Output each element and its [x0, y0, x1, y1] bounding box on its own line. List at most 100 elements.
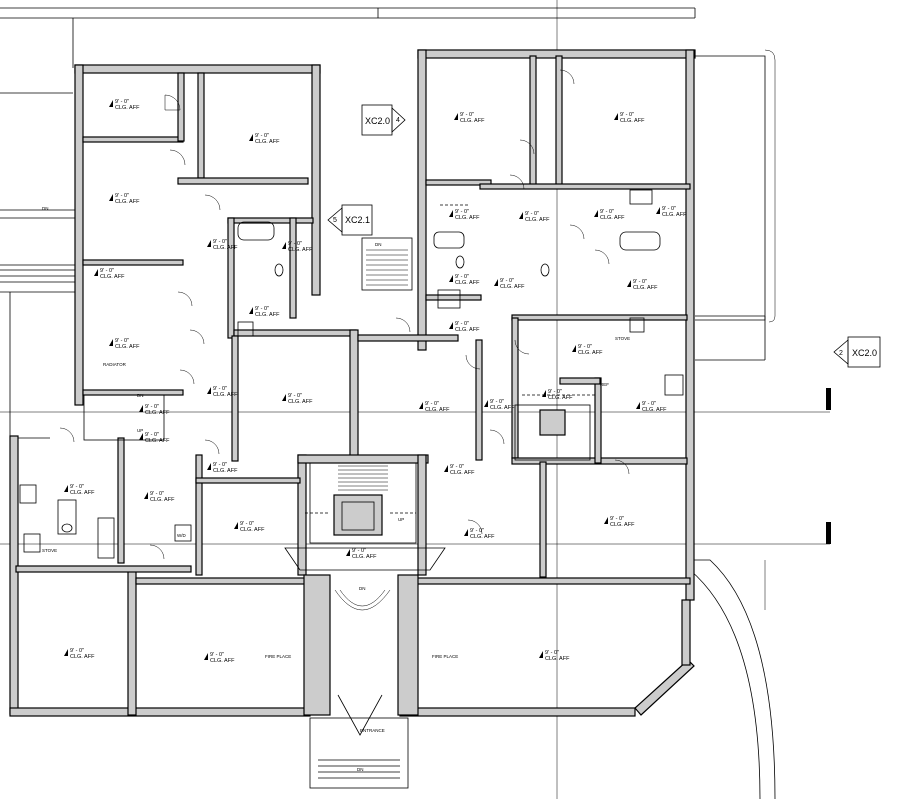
ceiling-symbol-icon	[449, 210, 453, 217]
ceiling-height: 9' - 0"	[210, 652, 224, 658]
ceiling-note: CLG. AFF	[470, 534, 495, 540]
interior-walls	[82, 55, 691, 716]
ceiling-note: CLG. AFF	[525, 217, 550, 223]
ceiling-symbol-icon	[419, 402, 423, 409]
ceiling-mark: 9' - 0"CLG. AFF	[64, 484, 95, 496]
stair-labels: DN DN DN UP UP DN DN	[42, 206, 404, 772]
ceiling-height: 9' - 0"	[240, 521, 254, 527]
ceiling-note: CLG. AFF	[548, 395, 573, 401]
ceiling-height: 9' - 0"	[100, 268, 114, 274]
ceiling-height: 9' - 0"	[70, 648, 84, 654]
ceiling-symbol-icon	[64, 649, 68, 656]
ceiling-symbol-icon	[282, 394, 286, 401]
ceiling-symbol-icon	[614, 113, 618, 120]
ceiling-note: CLG. AFF	[115, 199, 140, 205]
ceiling-symbol-icon	[109, 194, 113, 201]
ceiling-symbol-icon	[519, 212, 523, 219]
wd-note: W/D	[177, 533, 186, 538]
plan-notes: RADIATOR FIRE PLACE FIRE PLACE STOVE STO…	[42, 336, 630, 733]
ceiling-symbol-icon	[636, 402, 640, 409]
ceiling-mark: 9' - 0"CLG. AFF	[484, 399, 515, 411]
ceiling-height: 9' - 0"	[455, 274, 469, 280]
ceiling-mark: 9' - 0"CLG. AFF	[542, 389, 573, 401]
ceiling-note: CLG. AFF	[100, 274, 125, 280]
ceiling-mark: 9' - 0"CLG. AFF	[519, 211, 550, 223]
ceiling-mark: 9' - 0"CLG. AFF	[594, 209, 625, 221]
ceiling-note: CLG. AFF	[633, 285, 658, 291]
ceiling-height: 9' - 0"	[70, 484, 84, 490]
stove-note: STOVE	[42, 548, 57, 553]
ceiling-symbol-icon	[109, 100, 113, 107]
exterior-walls-right	[399, 49, 696, 717]
ceiling-note: CLG. AFF	[213, 245, 238, 251]
ceiling-symbol-icon	[484, 400, 488, 407]
ceiling-mark: 9' - 0"CLG. AFF	[449, 321, 480, 333]
ceiling-note: CLG. AFF	[210, 658, 235, 664]
dn-label: DN	[357, 767, 364, 772]
ceiling-height: 9' - 0"	[578, 344, 592, 350]
ceiling-note: CLG. AFF	[578, 350, 603, 356]
stove-note: STOVE	[615, 336, 630, 341]
ceiling-height: 9' - 0"	[548, 389, 562, 395]
ceiling-note: CLG. AFF	[70, 490, 95, 496]
ceiling-note: CLG. AFF	[288, 399, 313, 405]
ceiling-height: 9' - 0"	[662, 206, 676, 212]
ceiling-height: 9' - 0"	[288, 241, 302, 247]
ceiling-note: CLG. AFF	[70, 654, 95, 660]
ceiling-height: 9' - 0"	[545, 650, 559, 656]
ceiling-height: 9' - 0"	[255, 133, 269, 139]
ceiling-height: 9' - 0"	[150, 491, 164, 497]
ceiling-note: CLG. AFF	[642, 407, 667, 413]
ceiling-note: CLG. AFF	[240, 527, 265, 533]
ceiling-note: CLG. AFF	[545, 656, 570, 662]
ceiling-note: CLG. AFF	[662, 212, 687, 218]
ceiling-symbol-icon	[94, 269, 98, 276]
ceiling-mark: 9' - 0"CLG. AFF	[419, 401, 450, 413]
ceiling-symbol-icon	[449, 322, 453, 329]
ceiling-symbol-icon	[627, 280, 631, 287]
fireplace-note: FIRE PLACE	[265, 654, 291, 659]
ceiling-mark: 9' - 0"CLG. AFF	[444, 464, 475, 476]
ceiling-mark: 9' - 0"CLG. AFF	[249, 306, 280, 318]
ceiling-symbol-icon	[144, 492, 148, 499]
dn-label: DN	[137, 393, 144, 398]
section-tag-code: XC2.1	[345, 215, 370, 225]
title-frame	[0, 7, 696, 94]
ceiling-height: 9' - 0"	[500, 278, 514, 284]
ceiling-note: CLG. AFF	[600, 215, 625, 221]
ceiling-height: 9' - 0"	[525, 211, 539, 217]
ceiling-mark: 9' - 0"CLG. AFF	[572, 344, 603, 356]
ceiling-symbol-icon	[494, 279, 498, 286]
ceiling-symbol-icon	[604, 517, 608, 524]
ceiling-height: 9' - 0"	[610, 516, 624, 522]
ceiling-mark: 9' - 0"CLG. AFF	[234, 521, 265, 533]
ceiling-symbol-icon	[346, 549, 350, 556]
ceiling-mark: 9' - 0"CLG. AFF	[449, 209, 480, 221]
ceiling-symbol-icon	[204, 653, 208, 660]
dn-label: DN	[42, 206, 49, 211]
ceiling-mark: 9' - 0"CLG. AFF	[494, 278, 525, 290]
ceiling-height: 9' - 0"	[470, 528, 484, 534]
ceiling-symbol-icon	[464, 529, 468, 536]
section-tag-number: 4	[396, 117, 400, 124]
ceiling-mark: 9' - 0"CLG. AFF	[454, 112, 485, 124]
ceiling-note: CLG. AFF	[255, 312, 280, 318]
ceiling-mark: 9' - 0"CLG. AFF	[94, 268, 125, 280]
ceiling-mark: 9' - 0"CLG. AFF	[614, 112, 645, 124]
ceiling-height: 9' - 0"	[145, 404, 159, 410]
secondary-stairs	[83, 237, 591, 461]
section-tag-xc20-b[interactable]: 2 XC2.0	[833, 336, 881, 368]
section-tag-xc21[interactable]: 5 XC2.1	[327, 204, 373, 236]
ceiling-note: CLG. AFF	[115, 344, 140, 350]
ceiling-height: 9' - 0"	[213, 386, 227, 392]
ceiling-symbol-icon	[207, 387, 211, 394]
section-tag-code: XC2.0	[852, 348, 877, 358]
ceiling-symbol-icon	[109, 339, 113, 346]
central-stair	[284, 462, 446, 611]
ceiling-symbol-icon	[207, 463, 211, 470]
ceiling-symbol-icon	[139, 433, 143, 440]
ceiling-mark: 9' - 0"CLG. AFF	[64, 648, 95, 660]
section-tag-xc20-a[interactable]: XC2.0 4	[361, 104, 406, 136]
ceiling-note: CLG. AFF	[620, 118, 645, 124]
